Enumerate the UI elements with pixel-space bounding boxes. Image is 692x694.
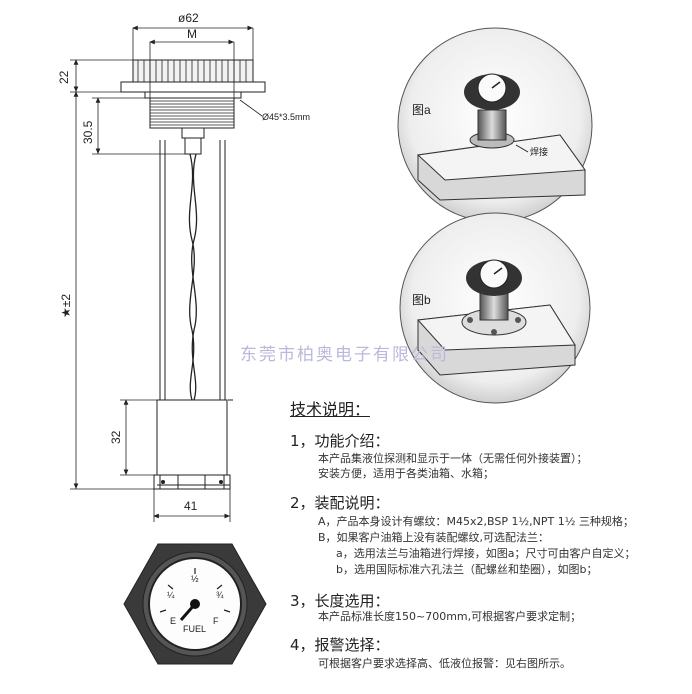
section-2-heading: 2，装配说明： — [290, 494, 390, 512]
bottom-hole-left — [161, 480, 165, 484]
gauge-full-label: F — [213, 616, 219, 626]
gauge-empty-label: E — [170, 616, 176, 626]
gauge-quarter-label: ¼ — [167, 590, 175, 600]
gauge-half-label: ½ — [191, 574, 199, 584]
section-1-line-2: 安装方便，适用于各类油箱、水箱； — [318, 467, 494, 480]
section-1-line-1: 本产品集液位探测和显示于一体（无需任何外接装置）； — [318, 452, 588, 465]
fuel-gauge — [123, 543, 267, 665]
photo-a — [397, 27, 593, 223]
dim-body-length: ★±2 — [59, 294, 73, 318]
section-3-line-1: 本产品标准长度150~700mm,可根据客户要求定制； — [318, 610, 582, 623]
section-1-heading: 1，功能介绍： — [290, 432, 390, 450]
dimension-lines — [70, 25, 263, 522]
watermark: 东莞市柏奥电子有限公司 — [240, 345, 449, 365]
section-4-heading: 4，报警选择： — [290, 636, 390, 654]
section-2-line-4: b，选用国际标准六孔法兰（配螺丝和垫圈），如图b； — [336, 563, 598, 576]
section-2-line-2: B，如果客户油箱上没有装配螺纹,可选配法兰： — [318, 531, 550, 544]
photo-a-label: 图a — [412, 103, 431, 117]
dim-flange-hole: Ø45*3.5mm — [262, 112, 310, 122]
sensor-drawing — [120, 59, 266, 490]
dim-flange-height: 22 — [57, 70, 71, 84]
photo-b — [399, 212, 591, 404]
section-2-line-3: a，选用法兰与油箱进行焊接，如图a；尺寸可由客户自定义； — [336, 547, 636, 560]
dim-bottom-width: 41 — [184, 499, 198, 513]
dim-top-outer: ø62 — [178, 11, 199, 25]
photo-b-label: 图b — [412, 293, 431, 307]
dim-thread-length: 30.5 — [81, 120, 95, 144]
bottom-hole-right — [219, 480, 223, 484]
photo-a-weld-label: 焊接 — [530, 146, 548, 157]
gauge-fuel-label: FUEL — [183, 624, 206, 634]
section-4-line-1: 可根据客户要求选择高、低液位报警：见右图所示。 — [318, 657, 571, 670]
section-2-line-1: A，产品本身设计有螺纹：M45x2,BSP 1½,NPT 1½ 三种规格； — [318, 515, 634, 528]
dim-top-inner: M — [187, 27, 197, 41]
section-3-heading: 3，长度选用： — [290, 592, 390, 610]
spec-title: 技术说明： — [290, 400, 371, 419]
dim-bottom-block: 32 — [109, 430, 123, 444]
gauge-three-quarter-label: ¾ — [216, 590, 224, 600]
